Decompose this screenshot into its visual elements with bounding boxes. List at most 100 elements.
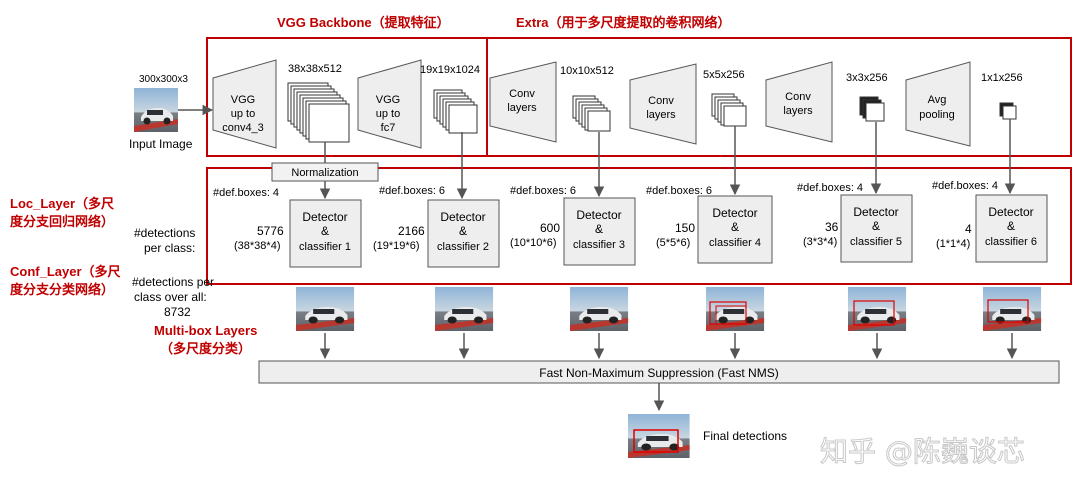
detector-4-boxes: #def.boxes: 6 [646,185,712,197]
conf-title-2: 度分支分类网络） [10,282,114,297]
nms-label: Fast Non-Maximum Suppression (Fast NMS) [539,366,778,380]
detector-3-count: 600 [540,221,560,235]
input-label: Input Image [129,137,193,151]
detector-2-formula: (19*19*6) [373,240,419,252]
detector-1-count: 5776 [257,224,284,238]
detector-6-formula: (1*1*4) [936,238,970,250]
thumb-3 [570,287,629,331]
vgg-block-2-l3: fc7 [381,122,396,134]
watermark: 知乎 @陈巍谈芯 [820,435,1025,468]
fmap-1 [287,82,350,143]
detector-frame [206,167,1072,285]
extra-title: Extra（用于多尺度提取的卷积网络） [516,15,731,30]
detector-6-count: 4 [965,222,972,236]
detector-2-l2: & [459,224,467,238]
fmap-4 [711,93,747,127]
vgg-block-2-l1: VGG [376,94,400,106]
fmap-1-size: 38x38x512 [288,63,342,75]
detector-5-l1: Detector [853,205,898,219]
detector-3: #def.boxes: 6 600 (10*10*6) Detector & c… [510,185,636,266]
det-over-1: #detections per [132,275,214,289]
detector-3-l1: Detector [576,208,621,222]
detector-5-l3: classifier 5 [850,236,902,248]
extra-conv-1-l2: layers [507,102,537,114]
fmap-3-size: 10x10x512 [560,65,614,77]
extra-conv-1 [489,61,557,143]
extra-conv-3 [765,61,833,143]
thumb-5 [848,287,907,331]
conf-title-1: Conf_Layer（多尺 [10,264,121,279]
detector-4: #def.boxes: 6 150 (5*5*6) Detector & cla… [646,185,773,264]
fmap-4-size: 5x5x256 [703,69,745,81]
extra-frame [486,37,1072,157]
extra-conv-2 [629,63,697,145]
extra-conv-2-l2: layers [646,109,676,121]
thumb-6 [983,287,1042,331]
extra-conv-1-l1: Conv [509,88,535,100]
detector-4-formula: (5*5*6) [656,237,690,249]
detector-5-formula: (3*3*4) [803,236,837,248]
detector-1-boxes: #def.boxes: 4 [213,187,279,199]
vgg-block-1-l1: VGG [231,94,255,106]
fmap-5 [859,96,885,122]
input-image [134,88,178,132]
detector-1-l2: & [321,224,329,238]
extra-conv-2-l1: Conv [648,95,674,107]
det-per-class-1: #detections [134,226,195,240]
extra-pool-l1: Avg [928,94,947,106]
multibox-title-1: Multi-box Layers [154,323,257,338]
detector-5-l2: & [872,219,880,233]
vgg-block-1 [212,59,277,149]
fmap-3 [572,95,611,132]
loc-title-1: Loc_Layer（多尺 [10,196,114,211]
vgg-block-1-l3: conv4_3 [222,122,264,134]
det-per-class-2: per class: [144,241,195,255]
det-over-total: 8732 [164,305,191,319]
thumb-1 [296,287,355,331]
fmap-6 [999,102,1017,120]
detector-1: #def.boxes: 4 5776 (38*38*4) Detector & … [213,187,362,268]
detector-6-l2: & [1007,219,1015,233]
detector-2-boxes: #def.boxes: 6 [379,185,445,197]
vgg-block-1-l2: up to [231,108,255,120]
detector-6-boxes: #def.boxes: 4 [932,180,998,192]
detector-4-l3: classifier 4 [709,237,761,249]
detector-5-count: 36 [825,220,839,234]
loc-title-2: 度分支回归网络） [10,214,114,229]
extra-conv-3-l2: layers [783,105,813,117]
detector-4-count: 150 [675,221,695,235]
vgg-block-2-l2: up to [376,108,400,120]
final-label: Final detections [703,429,787,443]
detector-3-l3: classifier 3 [573,239,625,251]
detector-4-l1: Detector [712,206,757,220]
extra-pool-l2: pooling [919,109,954,121]
thumb-2 [435,287,494,331]
detector-2: #def.boxes: 6 2166 (19*19*6) Detector & … [373,185,500,268]
detector-6-l3: classifier 6 [985,236,1037,248]
detector-2-l1: Detector [440,210,485,224]
detector-1-l3: classifier 1 [299,241,351,253]
fmap-6-size: 1x1x256 [981,72,1023,84]
detector-6: #def.boxes: 4 4 (1*1*4) Detector & class… [932,180,1048,263]
extra-avg-pool [905,61,971,147]
input-size: 300x300x3 [139,74,188,85]
fmap-2-size: 19x19x1024 [420,64,480,76]
extra-conv-3-l1: Conv [785,91,811,103]
detector-4-l2: & [731,220,739,234]
detector-6-l1: Detector [988,205,1033,219]
detector-2-count: 2166 [398,224,425,238]
det-over-2: class over all: [134,290,207,304]
fmap-5-size: 3x3x256 [846,72,888,84]
detector-3-l2: & [595,222,603,236]
detector-3-boxes: #def.boxes: 6 [510,185,576,197]
detector-1-l1: Detector [302,210,347,224]
vgg-title: VGG Backbone（提取特征） [277,15,450,30]
detector-3-formula: (10*10*6) [510,237,556,249]
detector-5: #def.boxes: 4 36 (3*3*4) Detector & clas… [797,182,913,263]
detector-5-boxes: #def.boxes: 4 [797,182,863,194]
detector-1-formula: (38*38*4) [234,240,280,252]
detector-2-l3: classifier 2 [437,241,489,253]
vgg-block-2 [357,59,422,149]
fmap-2 [433,89,478,134]
